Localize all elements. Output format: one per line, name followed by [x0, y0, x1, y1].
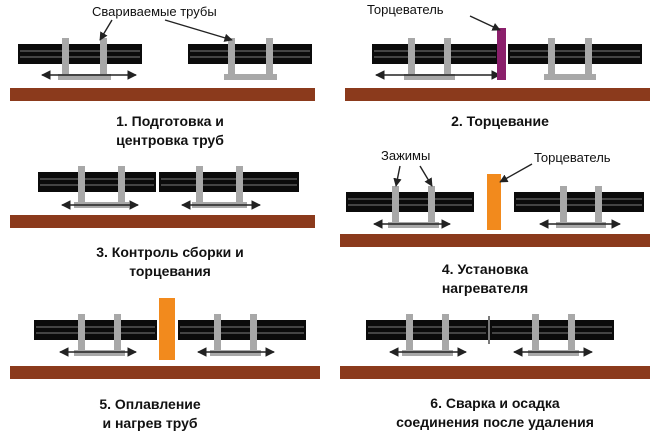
step-3-pipe-left	[38, 172, 156, 192]
step-5-caption-line-1: 5. Оплавление	[99, 396, 201, 412]
step-6-base	[340, 366, 650, 379]
step-4-pipe-right	[514, 192, 644, 212]
step-4-clamp-left-foot	[388, 222, 439, 228]
step-2-clamp-right-post-left	[548, 38, 555, 80]
step-4-trimmer-pointer	[499, 163, 533, 183]
step-1-clamp-right-foot	[224, 74, 277, 80]
step-1-caption: 1. Подготовка и центровка труб	[60, 112, 280, 150]
step-1-pipe-right	[188, 44, 312, 64]
step-2-trimmer	[497, 28, 506, 80]
step-2-base	[345, 88, 650, 101]
step-5-base	[10, 366, 320, 379]
step-3-caption: 3. Контроль сборки и торцевания	[60, 243, 280, 281]
step-1-pointer-left	[99, 19, 113, 41]
step-4-caption-line-2: нагревателя	[441, 280, 529, 296]
step-5-clamp-right-post-left	[214, 314, 221, 356]
step-4-trimmer	[487, 174, 501, 230]
step-6-clamp-left-post-left	[406, 314, 413, 356]
step-1-clamp-left-post-right	[100, 38, 107, 80]
step-5-pipe-left	[34, 320, 157, 340]
step-5-pipe-right	[178, 320, 306, 340]
step-6-clamp-right-post-left	[532, 314, 539, 356]
step-3-clamp-left-post-right	[118, 166, 125, 208]
step-4-base	[340, 234, 650, 247]
step-3-caption-line-1: 3. Контроль сборки и	[96, 244, 244, 260]
step-5-clamp-right-post-right	[250, 314, 257, 356]
step-5-clamp-left-foot	[74, 350, 125, 356]
step-1-pipe-left	[18, 44, 142, 64]
step-6-clamp-left-foot	[402, 350, 453, 356]
step-4-caption-line-1: 4. Установка	[441, 261, 529, 277]
step-1-clamp-right-post-left	[228, 38, 235, 80]
step-3-clamp-right-post-right	[236, 166, 243, 208]
step-1-clamp-left-post-left	[62, 38, 69, 80]
step-1-clamp-right-post-right	[266, 38, 273, 80]
step-2-clamp-left-post-left	[408, 38, 415, 80]
step-6-clamp-right-foot	[528, 350, 579, 356]
step-2-clamp-left-post-right	[444, 38, 451, 80]
step-2-trimmer-pointer	[469, 15, 501, 31]
step-1-pointer-right	[164, 19, 233, 42]
step-2-clamp-right-foot	[544, 74, 596, 80]
step-2-pipe-left	[372, 44, 498, 64]
step-5-caption-line-2: и нагрев труб	[102, 415, 198, 431]
step-4-pipe-left	[346, 192, 474, 212]
step-6-clamp-right-post-right	[568, 314, 575, 356]
step-2-caption: 2. Торцевание	[390, 112, 610, 131]
step-4-clamp-left-post-left	[392, 186, 399, 228]
step-4-clamp-right-post-left	[560, 186, 567, 228]
clamps-label: Зажимы	[381, 148, 431, 163]
step-5-caption: 5. Оплавление и нагрев труб	[40, 395, 260, 433]
step-5-clamp-left-post-right	[114, 314, 121, 356]
step-4-caption: 4. Установка нагревателя	[375, 260, 595, 298]
trimmer-label-step-4: Торцеватель	[534, 150, 611, 165]
step-1-caption-line-2: центровка труб	[116, 132, 224, 148]
step-5-heater	[159, 298, 175, 360]
welded-pipes-label: Свариваемые трубы	[92, 4, 217, 19]
step-2-caption-line-1: 2. Торцевание	[451, 113, 549, 129]
step-2-clamp-right-post-right	[585, 38, 592, 80]
step-2-pipe-right	[508, 44, 642, 64]
step-6-caption-line-1: 6. Сварка и осадка	[430, 395, 560, 411]
step-5-clamp-right-foot	[210, 350, 261, 356]
step-4-clamp-right-foot	[556, 222, 606, 228]
trimmer-label-step-2: Торцеватель	[367, 2, 444, 17]
step-1-base	[10, 88, 315, 101]
step-6-caption: 6. Сварка и осадка соединения после удал…	[365, 394, 625, 432]
step-4-clamp-right-post-right	[595, 186, 602, 228]
step-6-pipe-left	[366, 320, 488, 340]
step-3-base	[10, 215, 315, 228]
step-1-caption-line-1: 1. Подготовка и	[116, 113, 224, 129]
step-4-clamp-pointer-right	[419, 165, 433, 187]
step-4-clamp-pointer-left	[393, 165, 402, 187]
step-6-pipe-right	[490, 320, 614, 340]
step-6-clamp-left-post-right	[442, 314, 449, 356]
step-6-caption-line-2: соединения после удаления	[396, 414, 594, 430]
step-3-caption-line-2: торцевания	[129, 263, 211, 279]
step-3-clamp-right-post-left	[196, 166, 203, 208]
step-3-clamp-left-post-left	[78, 166, 85, 208]
step-5-clamp-left-post-left	[78, 314, 85, 356]
step-3-pipe-right	[159, 172, 299, 192]
step-4-clamp-left-post-right	[428, 186, 435, 228]
